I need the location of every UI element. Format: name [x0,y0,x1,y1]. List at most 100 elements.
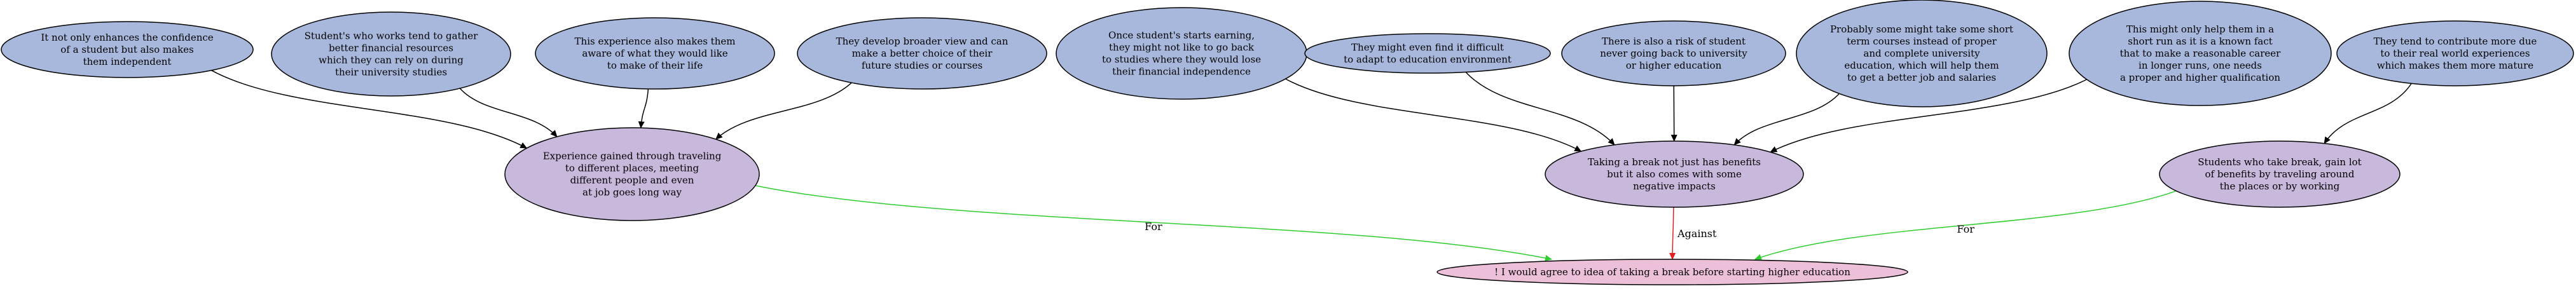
node-n5-line: their financial independence [1112,66,1251,78]
node-c1-line: at job goes long way [582,187,682,198]
node-n3-shape [535,17,775,90]
node-n1-line: It not only enhances the confidence [41,32,213,43]
node-n6-line: They might even find it difficult [1351,42,1504,53]
node-n9-line: in longer runs, one needs [2139,60,2262,71]
edge-label-c2-to-claim: Against [1677,228,1717,240]
edge-n6-to-c2 [1465,71,1615,146]
node-n7-line: never going back to university [1600,48,1747,59]
node-n8-line: to get a better job and salaries [1847,72,1996,83]
node-n10-shape [2336,20,2574,86]
node-n3-line: aware of what they would like [582,48,727,59]
node-n4-line: make a better choice of their [852,48,993,59]
node-n5-line: to studies where they would lose [1102,54,1261,65]
node-c1-line: to different places, meeting [565,163,699,174]
edge-n8-to-c2 [1733,93,1840,146]
node-n2-line: their university studies [335,67,447,78]
node-n7-line: There is also a risk of student [1602,36,1746,47]
node-n2-line: which they can rely on during [319,55,464,66]
edge-c1-to-claim [755,185,1552,261]
node-n9-line: a proper and higher qualification [2120,72,2280,83]
node-n3-line: to make of their life [607,60,703,71]
edge-n2-to-c1 [459,88,558,137]
edge-n5-to-c2 [1285,78,1582,152]
edge-n10-to-c3 [2324,83,2412,144]
node-n6-line: to adapt to education environment [1344,54,1512,65]
node-c2-shape [1545,140,1804,208]
node-n5-line: they might not like to go back [1109,42,1255,53]
node-n2-shape [271,11,511,97]
node-c3-line: Students who take break, gain lot [2198,156,2361,168]
node-n8-line: and complete university [1863,48,1980,59]
edge-label-c1-to-claim: For [1145,221,1162,233]
node-n1-shape [1,21,254,78]
node-n9-line: that to make a reasonable career [2120,48,2282,59]
node-n3-line: This experience also makes them [575,36,736,47]
node-n5: Once student's starts earning,they might… [1056,7,1307,100]
node-c1-line: different people and even [570,175,694,186]
node-n9-line: short run as it is a known fact [2128,36,2273,47]
node-n8-line: education, which will help them [1844,60,1999,71]
edge-c3-to-claim [1754,190,2177,261]
node-n9-line: This might only help them in a [2126,24,2274,35]
node-n2-line: better financial resources [329,43,453,54]
node-claim-shape [1436,259,1908,285]
edge-label-c3-to-claim: For [1957,223,1974,235]
node-n1-line: of a student but also makes [60,44,194,55]
node-n2-line: Student's who works tend to gather [305,31,478,42]
node-n6-shape [1304,33,1551,74]
node-n7-shape [1561,20,1786,86]
node-n4-line: future studies or courses [862,60,982,71]
node-n4-line: They develop broader view and can [836,36,1009,47]
node-n7-line: or higher education [1626,60,1722,71]
node-c3-line: of benefits by traveling around [2205,168,2355,180]
edge-n1-to-c1 [211,70,528,149]
node-n8-line: Probably some might take some short [1830,24,2013,35]
node-c2-line: but it also comes with some [1607,168,1742,180]
edge-n9-to-c2 [1770,79,2087,153]
node-n8-line: term courses instead of proper [1847,36,1997,47]
node-c2-line: Taking a break not just has benefits [1588,156,1761,168]
node-n9-shape [2069,1,2332,106]
node-c1-line: Experience gained through traveling [543,151,722,162]
edge-n3-to-c1 [638,88,649,129]
node-n5-line: Once student's starts earning, [1108,30,1255,41]
node-c1-shape [504,127,760,221]
node-n4-shape [797,17,1047,90]
node-c2-line: negative impacts [1633,181,1716,192]
node-claim: ! I would agree to idea of taking a brea… [1436,259,1908,285]
node-n10-line: to their real world experiences [2380,48,2530,59]
node-n10-line: They tend to contribute more due [2374,36,2537,47]
node-claim-line: ! I would agree to idea of taking a brea… [1494,266,1850,278]
edge-n4-to-c1 [715,82,852,140]
node-n1-line: them independent [83,56,172,67]
node-c3-line: the places or by working [2220,181,2340,192]
node-n8-shape [1796,0,2048,107]
node-n10-line: which makes them more mature [2377,60,2533,71]
edge-c2-to-claim [1669,207,1676,260]
